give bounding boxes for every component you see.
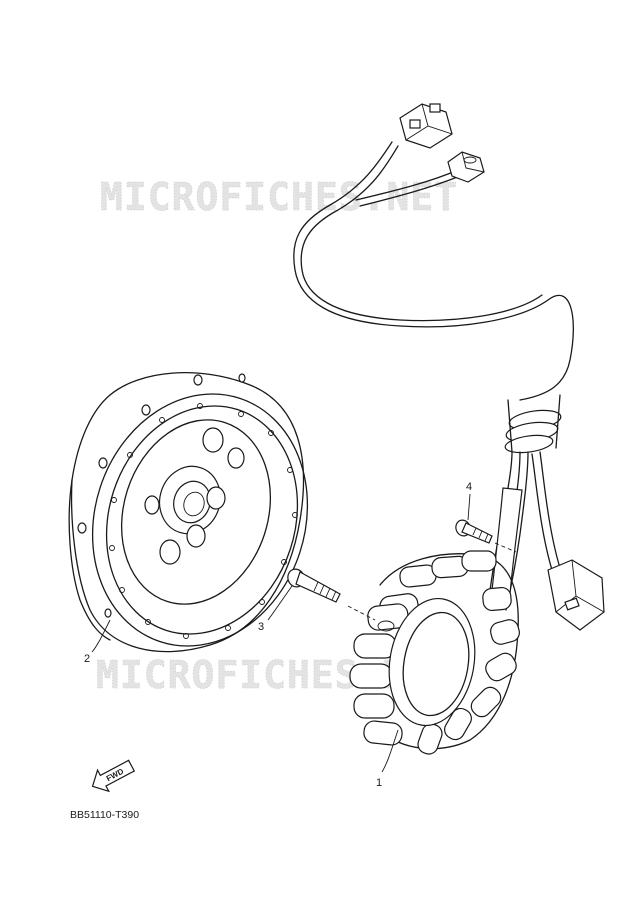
harness-connector-small	[447, 151, 485, 183]
harness-grommet	[504, 394, 562, 454]
pickup-coil	[547, 559, 605, 631]
fwd-arrow-badge: FWD	[91, 759, 136, 793]
harness-connector-large	[399, 103, 453, 149]
stator-coil	[349, 550, 520, 755]
callout-2: 2	[84, 619, 111, 665]
diagram-code: BB51110-T390	[70, 809, 139, 821]
callout-1: 1	[376, 729, 399, 789]
rotor-flywheel	[68, 372, 309, 653]
bolt-long	[287, 568, 376, 621]
watermark-top: MICROFICHES.NET	[100, 175, 458, 219]
part-number-3: 3	[258, 621, 264, 633]
bolt-short	[455, 519, 517, 553]
callout-4: 4	[466, 481, 472, 521]
part-number-2: 2	[84, 653, 90, 665]
stator-poles	[349, 550, 520, 755]
part-number-1: 1	[376, 777, 382, 789]
part-number-4: 4	[466, 481, 472, 493]
callout-3: 3	[258, 585, 293, 633]
